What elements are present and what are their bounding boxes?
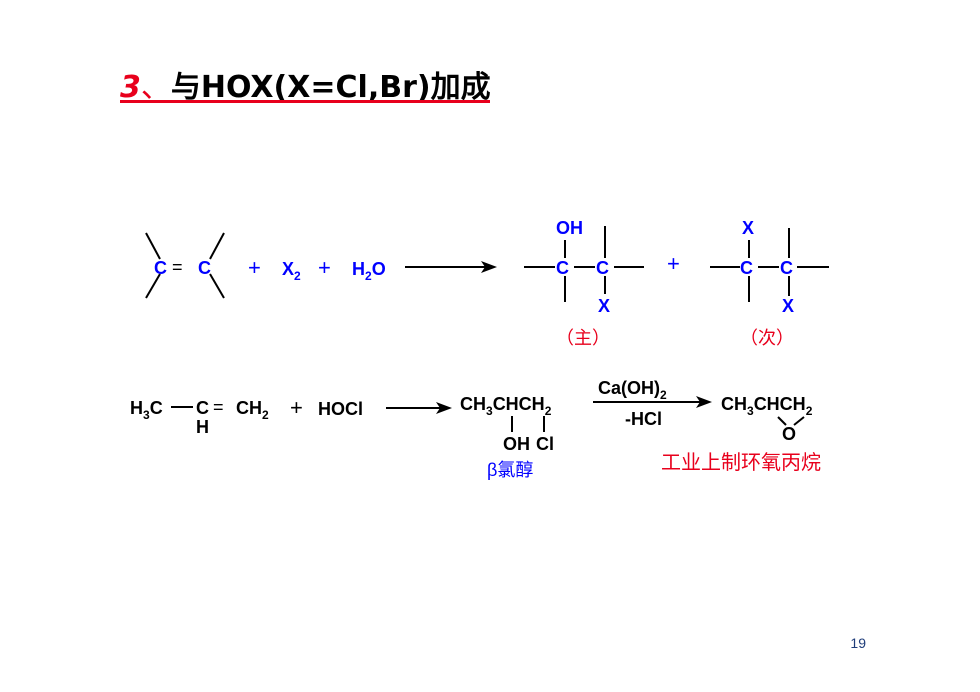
plus-sign-3: + xyxy=(667,251,680,276)
propene-h: H xyxy=(130,398,143,418)
alkene-double-bond: = xyxy=(172,257,183,277)
propene: H3C C H = CH2 xyxy=(130,397,269,437)
chlorohydrin: CH3CHCH2 OH Cl β氯醇 xyxy=(460,394,554,480)
epoxide-chch: CHCH xyxy=(754,394,806,414)
propene-ch2: CH2 xyxy=(236,398,269,422)
alkene-carbon-left: C xyxy=(154,258,167,278)
chlorohydrin-oh: OH xyxy=(503,434,530,454)
water-o: O xyxy=(372,259,386,279)
propene-sub3: 3 xyxy=(143,408,150,422)
epoxide-note: 工业上制环氧丙烷 xyxy=(661,451,821,474)
chlorohydrin-cl: Cl xyxy=(536,434,554,454)
reaction1-alkene: C = C xyxy=(145,232,225,299)
product-minor: X C C X （次） xyxy=(710,218,829,348)
epoxide-sub3: 3 xyxy=(747,404,754,418)
chlorohydrin-chch: CHCH xyxy=(493,394,545,414)
minor-product-label: （次） xyxy=(740,328,794,348)
alkene-bond-ul xyxy=(145,232,161,260)
minor-x-bottom: X xyxy=(782,296,794,316)
condition-above: Ca(OH)2 xyxy=(598,378,667,402)
title-underline xyxy=(120,100,490,103)
propene-sub2: 2 xyxy=(262,408,269,422)
major-product-label: （主） xyxy=(556,328,610,348)
epoxide-ch: CH xyxy=(721,394,747,414)
slide-title: 3、与HOX(X=Cl,Br)加成 xyxy=(120,62,491,106)
plus-sign-4: + xyxy=(290,395,303,420)
water-h: H xyxy=(352,259,365,279)
alkene-carbon-right: C xyxy=(198,258,211,278)
page-number: 19 xyxy=(850,635,866,651)
major-carbon-1: C xyxy=(556,258,569,278)
alkene-bond-ur xyxy=(209,232,225,260)
alkene-bond-ll xyxy=(145,273,161,299)
chlorohydrin-sub2: 2 xyxy=(545,404,552,418)
epoxide-formula: CH3CHCH2 xyxy=(721,394,813,418)
epoxide-oxygen: O xyxy=(782,424,796,444)
x2-subscript: 2 xyxy=(294,269,301,283)
propylene-oxide: CH3CHCH2 O 工业上制环氧丙烷 xyxy=(661,394,821,474)
reaction2-arrow-2: Ca(OH)2 -HCl xyxy=(593,378,712,429)
chlorohydrin-name: β氯醇 xyxy=(487,460,533,480)
epoxide-sub2: 2 xyxy=(806,404,813,418)
plus-sign-2: + xyxy=(318,255,331,280)
chlorohydrin-sub3: 3 xyxy=(486,404,493,418)
minor-carbon-1: C xyxy=(740,258,753,278)
water-reagent: H2O xyxy=(352,259,386,283)
water-subscript: 2 xyxy=(365,269,372,283)
propene-c1: C xyxy=(150,398,163,418)
propene-ch: CH xyxy=(236,398,262,418)
chlorohydrin-ch: CH xyxy=(460,394,486,414)
x2-symbol: X xyxy=(282,259,294,279)
title-text: 与HOX(X=Cl,Br)加成 xyxy=(170,70,491,105)
plus-sign-1: + xyxy=(248,255,261,280)
condition-base: Ca(OH) xyxy=(598,378,660,398)
minor-carbon-2: C xyxy=(780,258,793,278)
reaction2-arrow-1 xyxy=(386,402,452,414)
propene-h-below: H xyxy=(196,417,209,437)
reaction1-arrow xyxy=(405,261,497,273)
propene-double-bond: = xyxy=(213,397,224,417)
propene-c2: C xyxy=(196,398,209,418)
hocl-reagent: HOCl xyxy=(318,399,363,419)
title-separator: 、 xyxy=(140,70,171,105)
propene-methyl: H3C xyxy=(130,398,163,422)
slide-title-wrap: 3、与HOX(X=Cl,Br)加成 xyxy=(120,62,491,106)
chlorohydrin-formula: CH3CHCH2 xyxy=(460,394,552,418)
major-x-group: X xyxy=(598,296,610,316)
product-major: OH C C X （主） xyxy=(524,218,644,348)
minor-x-top: X xyxy=(742,218,754,238)
title-number: 3 xyxy=(120,70,141,105)
major-oh-group: OH xyxy=(556,218,583,238)
alkene-bond-lr xyxy=(209,273,225,299)
major-carbon-2: C xyxy=(596,258,609,278)
condition-sub: 2 xyxy=(660,388,667,402)
x2-reagent: X2 xyxy=(282,259,301,283)
condition-below: -HCl xyxy=(625,409,662,429)
